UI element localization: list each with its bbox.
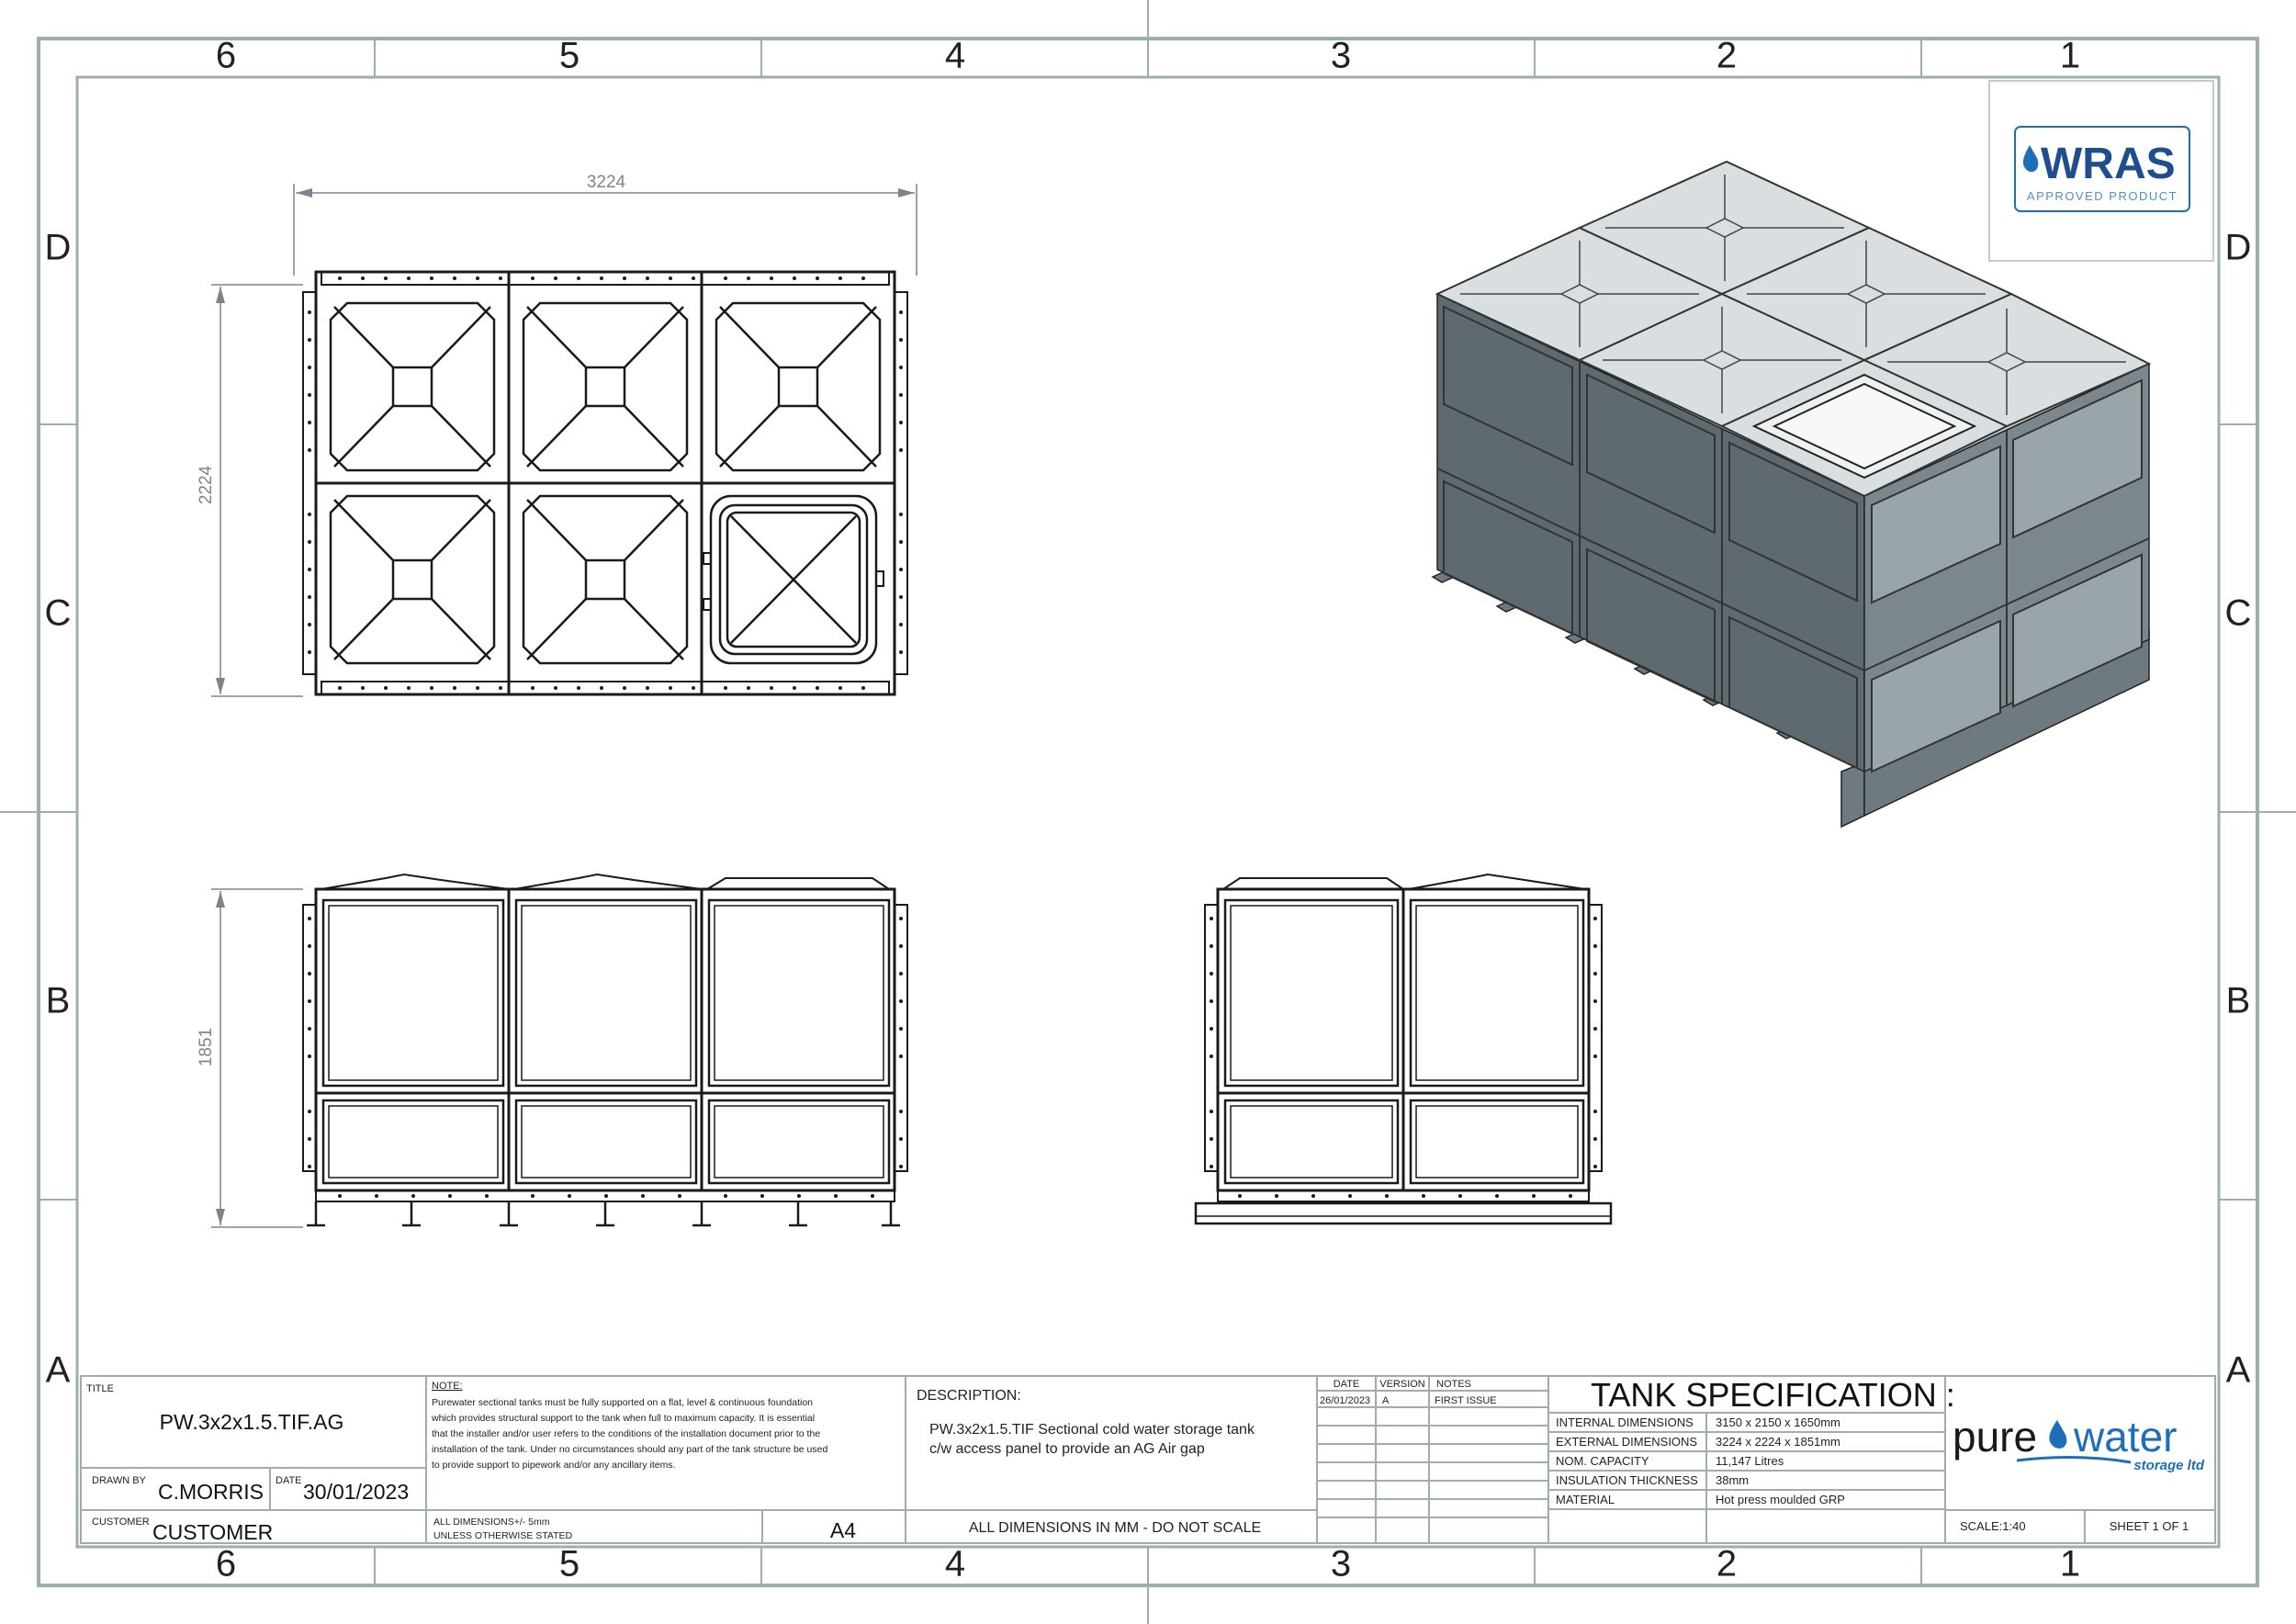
col-label-top: 1	[2060, 36, 2080, 76]
note-line: to provide support to pipework and/or an…	[432, 1460, 676, 1471]
spec-value: 3150 x 2150 x 1650mm	[1716, 1415, 1840, 1429]
col-label-bottom: 3	[1331, 1544, 1351, 1585]
water-drop-icon	[2049, 1420, 2067, 1449]
spec-label: INTERNAL DIMENSIONS	[1556, 1415, 1694, 1429]
drawn-by-label: DRAWN BY	[92, 1475, 147, 1486]
spec-label: INSULATION THICKNESS	[1556, 1473, 1698, 1487]
company-name-left: pure	[1953, 1413, 2037, 1460]
scale: SCALE:1:40	[1960, 1519, 2026, 1533]
plan-roof-panel	[715, 301, 882, 472]
spec-label: MATERIAL	[1556, 1493, 1615, 1506]
row-label-left: C	[45, 593, 72, 634]
revision-version: A	[1382, 1395, 1390, 1406]
col-label-bottom: 5	[559, 1544, 580, 1585]
row-label-left: A	[46, 1350, 71, 1391]
revision-header-notes: NOTES	[1436, 1379, 1471, 1390]
plan-roof-panel	[329, 301, 496, 472]
spec-value: 3224 x 2224 x 1851mm	[1716, 1435, 1840, 1449]
title-label: TITLE	[86, 1383, 114, 1394]
drawing-title: PW.3x2x1.5.TIF.AG	[160, 1410, 344, 1434]
elevation-height-dimension: 1851	[197, 1028, 216, 1066]
col-label-top: 3	[1331, 36, 1351, 76]
drawn-by-value: C.MORRIS	[158, 1480, 264, 1504]
title-block	[80, 1375, 2216, 1544]
spec-value: 38mm	[1716, 1473, 1749, 1487]
side-elevation-bolts	[1210, 917, 1597, 1198]
plan-width-dimension: 2224	[197, 465, 216, 504]
date-value: 30/01/2023	[303, 1480, 409, 1504]
wras-logo-tagline: APPROVED PRODUCT	[2027, 189, 2178, 203]
revision-header-date: DATE	[1334, 1379, 1360, 1390]
iso-long-side-panels	[1436, 305, 1865, 770]
front-elevation-bolts	[308, 917, 903, 1198]
tolerance-line-2: UNLESS OTHERWISE STATED	[433, 1530, 573, 1541]
tolerance-line-1: ALL DIMENSIONS+/- 5mm	[433, 1517, 550, 1528]
company-name-right: water	[2073, 1413, 2177, 1460]
side-elevation	[1194, 873, 1613, 1225]
elevation-dimensions	[211, 888, 303, 1228]
water-drop-icon	[2022, 145, 2039, 173]
revision-notes: FIRST ISSUE	[1435, 1395, 1497, 1406]
plan-roof-panel	[522, 301, 689, 472]
plan-bolt-dots	[308, 276, 903, 690]
description-label: DESCRIPTION:	[917, 1388, 1021, 1404]
revision-header-version: VERSION	[1379, 1379, 1425, 1390]
zone-labels: 6 5 4 3 2 1 6 5 4 3 2 1 D C B A D C B A	[45, 36, 2252, 1585]
spec-label: EXTERNAL DIMENSIONS	[1556, 1435, 1697, 1449]
spec-label: NOM. CAPACITY	[1556, 1454, 1649, 1468]
wras-logo-name: WRAS	[2041, 140, 2176, 188]
company-logo: pure water storage ltd	[1953, 1413, 2205, 1473]
iso-roof-pyramids	[1460, 175, 2126, 415]
note-line: installation of the tank. Under no circu…	[432, 1444, 827, 1455]
spec-value: 11,147 Litres	[1716, 1454, 1784, 1468]
plan-access-panel	[703, 494, 884, 665]
col-label-top: 6	[216, 36, 236, 76]
note-line: that the installer and/or user refers to…	[432, 1428, 820, 1439]
note-line: which provides structural support to the…	[431, 1413, 815, 1424]
front-elevation	[302, 873, 908, 1227]
row-label-right: B	[2226, 981, 2251, 1021]
iso-roof-panels	[1435, 160, 2152, 498]
plan-roof-panel	[329, 494, 496, 665]
revision-date: 26/01/2023	[1320, 1395, 1370, 1406]
spec-value: Hot press moulded GRP	[1716, 1493, 1845, 1506]
iso-access-hatch	[1751, 373, 1977, 479]
customer-value: CUSTOMER	[152, 1520, 273, 1544]
col-label-bottom: 1	[2060, 1544, 2080, 1585]
row-label-left: D	[45, 228, 72, 268]
customer-label: CUSTOMER	[92, 1517, 150, 1528]
paper-size: A4	[830, 1518, 856, 1542]
plan-length-dimension: 3224	[587, 173, 626, 192]
col-label-bottom: 4	[945, 1544, 965, 1585]
col-label-top: 5	[559, 36, 580, 76]
plan-dimensions	[211, 184, 917, 697]
col-label-bottom: 6	[216, 1544, 236, 1585]
wras-logo: WRAS APPROVED PRODUCT	[1988, 80, 2214, 262]
col-label-bottom: 2	[1716, 1544, 1737, 1585]
col-label-top: 4	[945, 36, 965, 76]
row-label-right: D	[2225, 228, 2252, 268]
dimensions-note: ALL DIMENSIONS IN MM - DO NOT SCALE	[969, 1520, 1261, 1536]
note-line: Purewater sectional tanks must be fully …	[432, 1397, 813, 1408]
spec-title: TANK SPECIFICATION :	[1591, 1376, 1955, 1414]
isometric-view	[1431, 160, 2152, 829]
description-line-2: c/w access panel to provide an AG Air ga…	[929, 1441, 1205, 1457]
plan-roof-panel	[522, 494, 689, 665]
logo-swoosh	[2016, 1455, 2132, 1464]
note-heading: NOTE:	[432, 1381, 463, 1392]
company-tagline: storage ltd	[2133, 1458, 2205, 1473]
row-label-right: A	[2226, 1350, 2251, 1391]
date-label: DATE	[276, 1475, 302, 1486]
row-label-right: C	[2225, 593, 2252, 634]
plan-view	[302, 270, 908, 696]
row-label-left: B	[46, 981, 71, 1021]
col-label-top: 2	[1716, 36, 1737, 76]
iso-short-side-panels	[1863, 378, 2150, 773]
description-line-1: PW.3x2x1.5.TIF Sectional cold water stor…	[929, 1422, 1255, 1438]
front-elevation-feet	[307, 1201, 900, 1227]
sheet-number: SHEET 1 OF 1	[2110, 1519, 2189, 1533]
